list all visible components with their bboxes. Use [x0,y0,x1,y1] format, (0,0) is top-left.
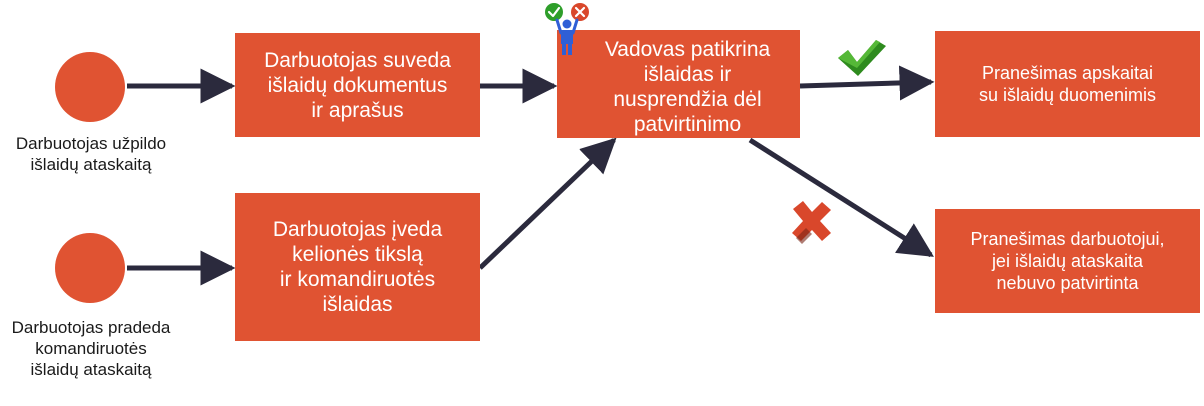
step-fill-documents: Darbuotojas suveda išlaidų dokumentus ir… [235,33,480,137]
start-node-2 [55,233,125,303]
step-notify-employee-label: Pranešimas darbuotojui, jei išlaidų atas… [970,229,1165,293]
step-fill-documents-label: Darbuotojas suveda išlaidų dokumentus ir… [264,48,451,122]
step-enter-trip-label: Darbuotojas įveda kelionės tikslą ir kom… [272,218,443,316]
arrow-trip-to-review [478,137,617,270]
step-manager-review-label: Vadovas patikrina išlaidas ir nusprendži… [604,38,771,136]
step-notify-accounting: Pranešimas apskaitai su išlaidų duomenim… [935,31,1200,137]
step-enter-trip: Darbuotojas įveda kelionės tikslą ir kom… [235,193,480,341]
step-manager-review: Vadovas patikrina išlaidas ir nusprendži… [557,30,800,138]
step-notify-accounting-label: Pranešimas apskaitai su išlaidų duomenim… [978,63,1157,105]
start-node-1-caption: Darbuotojas užpildo išlaidų ataskaitą [15,134,167,174]
start-node-2-caption: Darbuotojas pradeda komandiruotės išlaid… [11,318,171,379]
start-node-1 [55,52,125,122]
step-notify-employee: Pranešimas darbuotojui, jei išlaidų atas… [935,209,1200,313]
arrow-review-to-employee [748,137,934,258]
arrow-review-to-accounting [799,65,935,101]
